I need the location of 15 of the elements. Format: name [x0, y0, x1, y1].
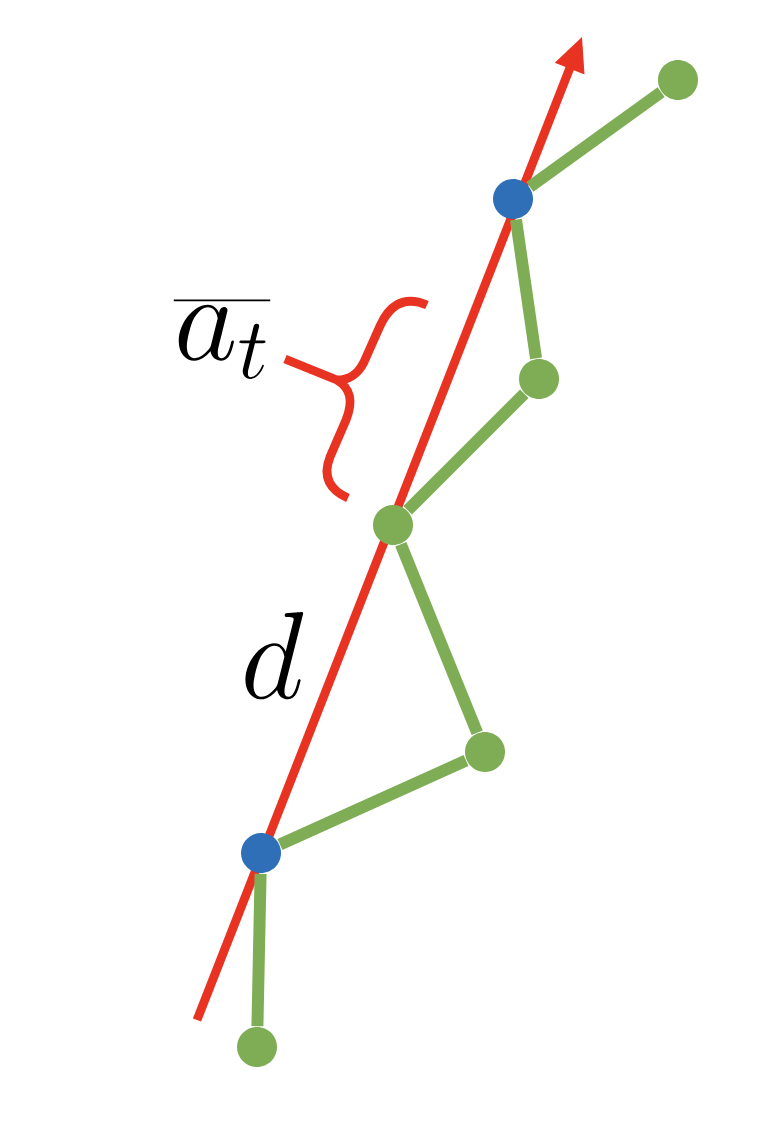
- line-segment: [251, 873, 267, 1027]
- line-segment: [403, 389, 529, 515]
- dot: [658, 60, 698, 100]
- line-segment: [395, 542, 483, 735]
- dot: [373, 505, 413, 545]
- formula-label: $\overline{a_t}$: [173, 300, 271, 379]
- dot: [237, 1027, 277, 1067]
- dot: [241, 833, 281, 873]
- formula-label: $d$: [245, 612, 304, 700]
- line-segment: [510, 218, 542, 360]
- dot: [465, 732, 505, 772]
- line-segment: [277, 755, 469, 850]
- dot: [519, 359, 559, 399]
- line-segment: [526, 87, 665, 192]
- dot: [493, 179, 533, 219]
